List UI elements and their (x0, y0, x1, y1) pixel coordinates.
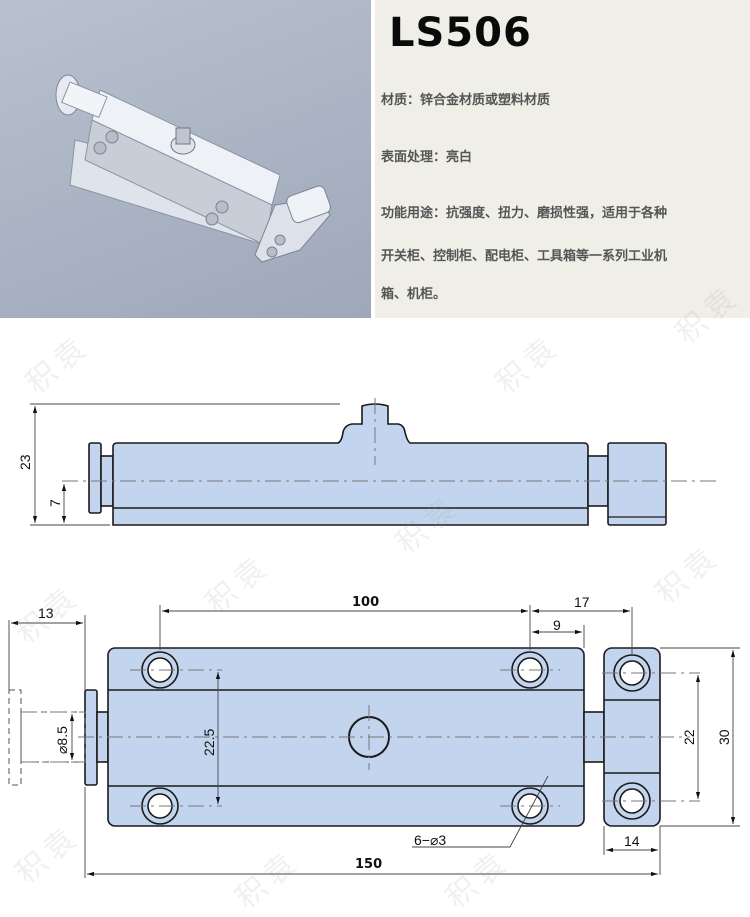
spec-material: 材质：锌合金材质或塑料材质 (381, 93, 551, 108)
dim-strike-height: 30 (716, 729, 732, 745)
spec-function-line-2: 开关柜、控制柜、配电柜、工具箱等一系列工业机 (381, 249, 668, 264)
dim-holes-callout: 6−⌀3 (414, 832, 446, 848)
dim-bolt-travel: 13 (38, 605, 54, 621)
dim-center-height: 7 (47, 499, 63, 507)
mounting-holes (141, 651, 651, 825)
product-photo (0, 0, 371, 318)
side-view-centerlines (62, 398, 720, 482)
spec-function-line-1: 功能用途：抗强度、扭力、磨损性强，适用于各种 (381, 206, 668, 221)
dim-end-offset: 9 (553, 617, 561, 633)
side-view-dimensions (30, 403, 340, 526)
dim-overall-length: 150 (355, 857, 382, 872)
top-view-centerlines (21, 669, 700, 807)
dim-strike-hole-spacing: 22 (681, 729, 697, 745)
top-view-dimensions (8, 605, 740, 878)
bolt-retracted-outline (8, 689, 86, 786)
dim-hole-spacing-long: 100 (352, 595, 379, 610)
spec-surface-finish: 表面处理：亮白 (381, 150, 473, 165)
dim-height-total: 23 (17, 454, 33, 470)
spec-function-line-3: 箱、机柜。 (381, 287, 447, 302)
technical-drawing: 23 7 (8, 398, 740, 878)
side-view (88, 403, 667, 526)
model-number: LS506 (389, 10, 532, 56)
latch-photo-illustration (55, 74, 331, 263)
product-info-panel: LS506 材质：锌合金材质或塑料材质 表面处理：亮白 功能用途：抗强度、扭力、… (375, 0, 750, 318)
dim-hole-spacing-vertical: 22.5 (201, 729, 217, 756)
dim-strike-offset: 17 (574, 594, 590, 610)
dim-strike-width: 14 (624, 833, 640, 849)
dim-bolt-diameter: ⌀8.5 (54, 726, 70, 754)
